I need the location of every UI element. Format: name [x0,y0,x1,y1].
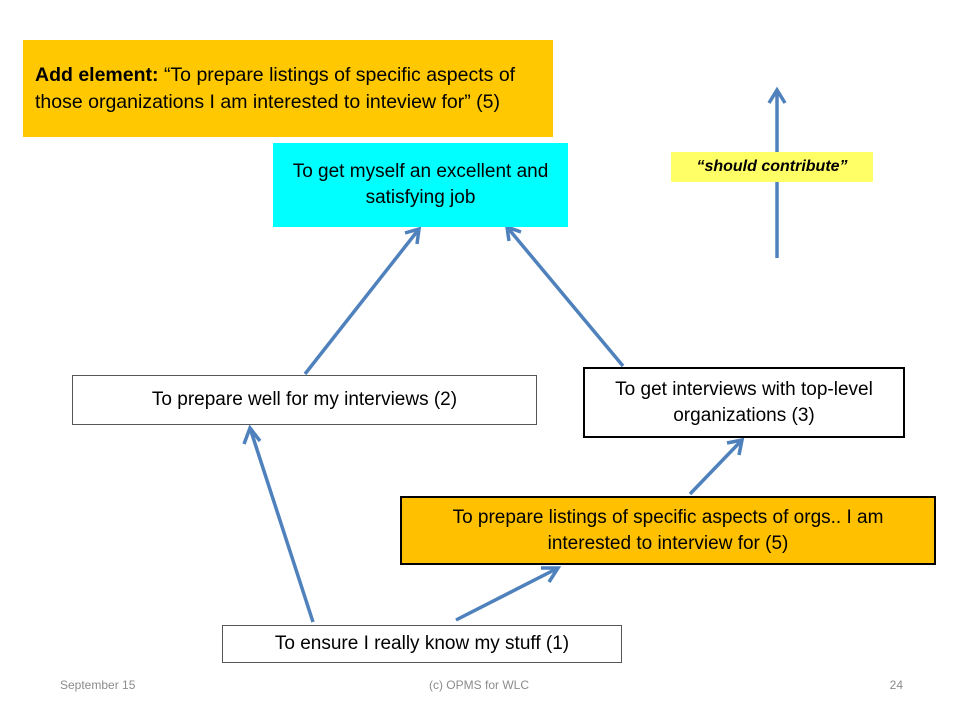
know-stuff-label: To ensure I really know my stuff (1) [274,633,570,655]
prepare-listings-label: To prepare listings of specific aspects … [452,506,884,554]
footer-date: September 15 [60,678,136,692]
get-interviews-label: To get interviews with top-level organiz… [615,378,873,426]
add-element-note: Add element: “To prepare listings of spe… [23,40,553,137]
arrow-interviews-to-goal [504,224,625,368]
footer-copyright: (c) OPMS for WLC [428,678,529,692]
arrow-stuff-to-listings [455,566,562,622]
arrow-listings-to-interviews [688,437,745,496]
arrow-stuff-to-prepare [242,424,315,623]
know-stuff-node: To ensure I really know my stuff (1) [222,625,622,663]
footer-page-number: 24 [889,678,903,692]
arrow-prepare-to-goal [303,226,422,376]
prepare-interviews-node: To prepare well for my interviews (2) [72,375,537,425]
get-interviews-node: To get interviews with top-level organiz… [583,367,905,438]
should-contribute-label: “should contribute” [696,158,848,176]
prepare-interviews-label: To prepare well for my interviews (2) [151,389,458,411]
goal-node: To get myself an excellent and satisfyin… [273,143,568,227]
add-element-label: Add element: [35,64,159,87]
add-element-note-text: Add element: “To prepare listings of spe… [35,62,539,115]
add-element-text: “To prepare listings of specific aspects… [35,64,516,113]
goal-node-label: To get myself an excellent and satisfyin… [292,161,549,208]
should-contribute-legend: “should contribute” [671,152,873,182]
prepare-listings-node: To prepare listings of specific aspects … [400,496,936,565]
